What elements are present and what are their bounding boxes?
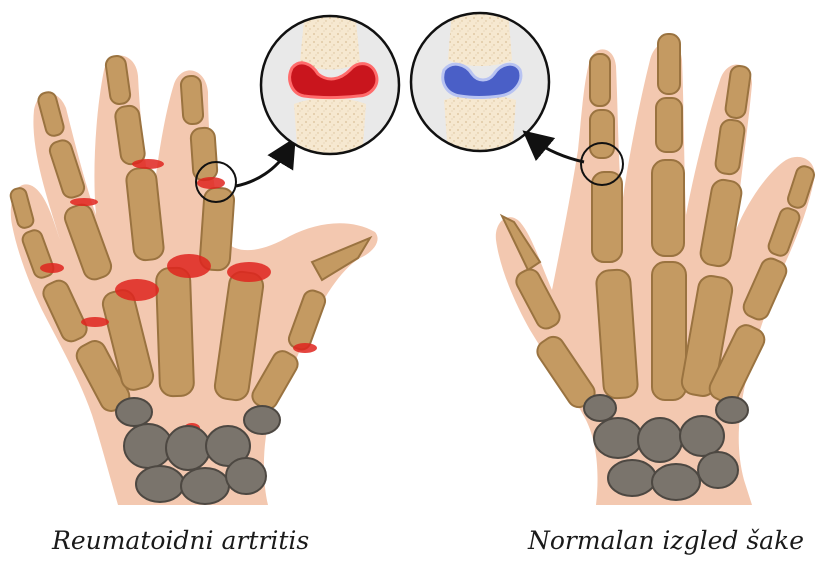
left-pointer-arrow	[236, 150, 288, 186]
right-pointer-arrow	[534, 140, 584, 162]
normal-joint-zoom	[408, 10, 552, 160]
inflamed-joint-zoom	[258, 10, 402, 160]
left-caption: Reumatoidni artritis	[52, 526, 309, 556]
right-caption: Normalan izgled šake	[528, 526, 804, 556]
